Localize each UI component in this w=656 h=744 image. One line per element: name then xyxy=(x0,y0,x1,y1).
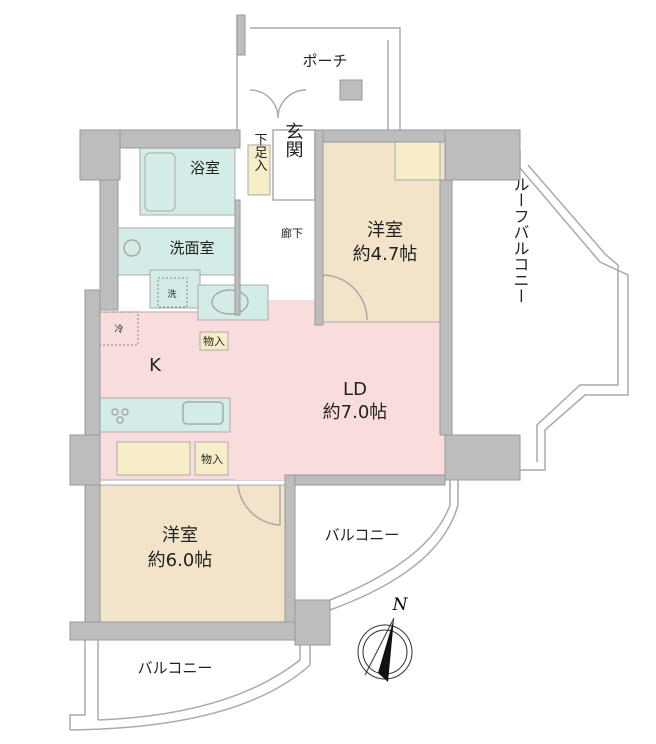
roof-balcony: ルーフバルコニー xyxy=(511,150,629,471)
western-room-2-size: 約6.0帖 xyxy=(148,550,213,571)
balcony-right: バルコニー xyxy=(325,480,459,611)
shoe-storage xyxy=(247,144,271,196)
storage-1-label: 物入 xyxy=(203,334,225,348)
storage-2-label: 物入 xyxy=(201,452,223,466)
ld-size: 約7.0帖 xyxy=(323,402,388,423)
western-room-1-size: 約4.7帖 xyxy=(353,244,418,265)
western-room-1-name: 洋室 xyxy=(367,220,403,241)
entrance-label: 玄関 xyxy=(283,122,304,158)
washroom xyxy=(117,227,241,276)
western-room-2-name: 洋室 xyxy=(162,525,198,546)
balcony-bottom-label: バルコニー xyxy=(138,659,213,677)
storage-2 xyxy=(194,441,229,476)
walls xyxy=(69,129,521,646)
hallway-label: 廊下 xyxy=(281,226,303,240)
kitchen-label: K xyxy=(149,355,162,376)
porch: ポーチ xyxy=(236,14,401,130)
shoe-storage-label: 下足入 xyxy=(252,133,268,172)
storage-1 xyxy=(199,331,229,351)
porch-label: ポーチ xyxy=(302,52,347,70)
compass-north-label: N xyxy=(392,595,409,615)
washroom-label: 洗面室 xyxy=(169,239,214,257)
balcony-right-label: バルコニー xyxy=(325,526,400,544)
bathroom-label: 浴室 xyxy=(190,159,220,177)
ld-name: LD xyxy=(343,379,367,400)
washer-space xyxy=(157,277,188,308)
fridge-label: 冷 xyxy=(114,323,123,335)
kitchen-counter xyxy=(97,397,231,433)
washer-label: 洗 xyxy=(167,288,176,300)
balcony-bottom: バルコニー xyxy=(69,640,311,731)
roof-balcony-label: ルーフバルコニー xyxy=(511,176,530,304)
compass-icon: N xyxy=(357,595,413,682)
